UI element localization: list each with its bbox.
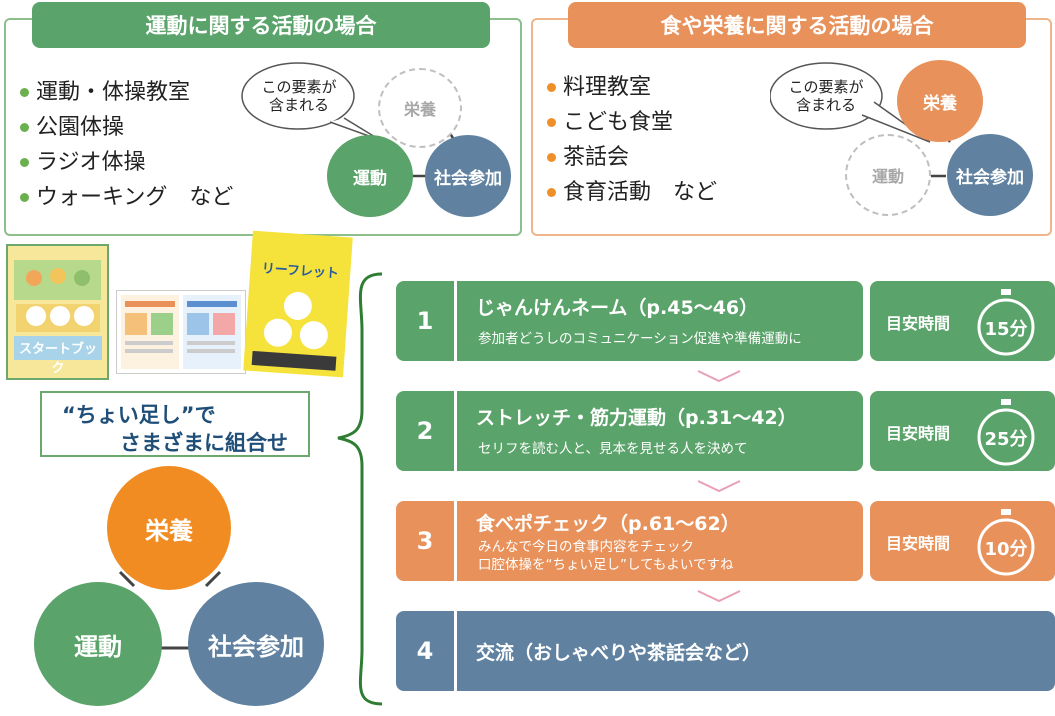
- stopwatch-icon: [977, 399, 1035, 466]
- bullet-icon: [547, 83, 556, 92]
- stopwatch-icon: [977, 289, 1035, 356]
- leaflet-cover: リーフレット: [243, 230, 353, 378]
- nutrition-circle-inactive: 栄養: [378, 68, 462, 148]
- bullet-icon: [547, 153, 556, 162]
- start-book-illustration-icon: [14, 260, 102, 360]
- activity-description: 参加者どうしのコミュニケーション促進や準備運動に: [478, 331, 802, 347]
- activity-description: みんなで今日の食事内容をチェック: [478, 539, 694, 555]
- triad-connectors: [118, 570, 222, 650]
- nutrition-activity-list: 料理教室 こども食堂 茶話会 食育活動 など: [547, 70, 717, 210]
- time-label: 目安時間: [886, 314, 951, 333]
- exercise-activity-list: 運動・体操教室 公園体操 ラジオ体操 ウォーキング など: [20, 75, 233, 215]
- list-item: ラジオ体操: [20, 145, 233, 180]
- stopwatch-icon: [977, 509, 1035, 576]
- nutrition-circle-large: 栄養: [107, 466, 231, 590]
- activity-number: 2: [416, 417, 434, 445]
- social-participation-circle: 社会参加: [947, 134, 1033, 216]
- time-value: 15分: [984, 319, 1028, 340]
- exercise-circle-inactive: 運動: [845, 134, 931, 216]
- time-label: 目安時間: [886, 534, 951, 553]
- divider: [454, 281, 457, 361]
- activity-number: 3: [416, 527, 434, 555]
- time-label: 目安時間: [886, 424, 951, 443]
- list-item: 運動・体操教室: [20, 75, 233, 110]
- bullet-icon: [20, 88, 29, 97]
- list-item: こども食堂: [547, 105, 717, 140]
- time-value: 25分: [984, 429, 1028, 450]
- divider: [454, 611, 457, 691]
- nutrition-bubble-text: この要素が含まれる: [788, 78, 864, 114]
- divider: [454, 391, 457, 471]
- nutrition-circle: 栄養: [897, 60, 983, 142]
- bullet-icon: [20, 193, 29, 202]
- activity-row-4: 4 交流（おしゃべりや茶話会など）: [396, 611, 1055, 691]
- time-box-2: 目安時間 25分: [870, 391, 1055, 471]
- combine-label-line2: さまざまに組合せ: [120, 431, 288, 455]
- bullet-icon: [20, 158, 29, 167]
- list-item: 料理教室: [547, 70, 717, 105]
- nutrition-panel-title: 食や栄養に関する活動の場合: [568, 2, 1026, 48]
- exercise-circle-large: 運動: [34, 582, 162, 706]
- list-item: 茶話会: [547, 140, 717, 175]
- start-book-cover: スタートブック: [6, 244, 109, 380]
- chevron-down-icon: [697, 590, 741, 603]
- booklet-pages-icon: [121, 295, 241, 369]
- leaflet-diagram-icon: [251, 291, 337, 371]
- list-item: 食育活動 など: [547, 175, 717, 210]
- combine-label: “ちょい足し”で さまざまに組合せ: [40, 391, 310, 457]
- activity-title: じゃんけんネーム（p.45～46）: [476, 297, 759, 319]
- list-item: 公園体操: [20, 110, 233, 145]
- social-participation-circle-large: 社会参加: [188, 582, 324, 706]
- activity-description: 口腔体操を“ちょい足し”してもよいですね: [478, 557, 734, 573]
- brace-icon: [337, 272, 383, 706]
- combine-label-line1: “ちょい足し”で: [62, 403, 216, 427]
- divider: [454, 501, 457, 581]
- activity-title: ストレッチ・筋力運動（p.31～42）: [476, 407, 797, 429]
- activity-title: 食べポチェック（p.61～62）: [476, 513, 740, 535]
- activity-row-1: 1 じゃんけんネーム（p.45～46） 参加者どうしのコミュニケーション促進や準…: [396, 281, 863, 361]
- chevron-down-icon: [697, 370, 741, 383]
- time-value: 10分: [984, 539, 1028, 560]
- activity-row-3: 3 食べポチェック（p.61～62） みんなで今日の食事内容をチェック 口腔体操…: [396, 501, 863, 581]
- exercise-circle: 運動: [327, 135, 413, 217]
- activity-number: 4: [416, 637, 434, 665]
- exercise-panel-title: 運動に関する活動の場合: [32, 2, 490, 48]
- exercise-bubble-text: この要素が含まれる: [261, 78, 337, 114]
- start-book-title: スタートブック: [18, 342, 97, 376]
- social-participation-circle: 社会参加: [425, 135, 511, 217]
- bullet-icon: [547, 188, 556, 197]
- activity-row-2: 2 ストレッチ・筋力運動（p.31～42） セリフを読む人と、見本を見せる人を決…: [396, 391, 863, 471]
- time-box-1: 目安時間 15分: [870, 281, 1055, 361]
- bullet-icon: [547, 118, 556, 127]
- open-booklet-pages: [116, 290, 246, 374]
- chevron-down-icon: [697, 480, 741, 493]
- activity-description: セリフを読む人と、見本を見せる人を決めて: [478, 441, 748, 457]
- list-item: ウォーキング など: [20, 180, 233, 215]
- time-box-3: 目安時間 10分: [870, 501, 1055, 581]
- bullet-icon: [20, 123, 29, 132]
- activity-title: 交流（おしゃべりや茶話会など）: [476, 642, 762, 664]
- activity-number: 1: [416, 307, 434, 335]
